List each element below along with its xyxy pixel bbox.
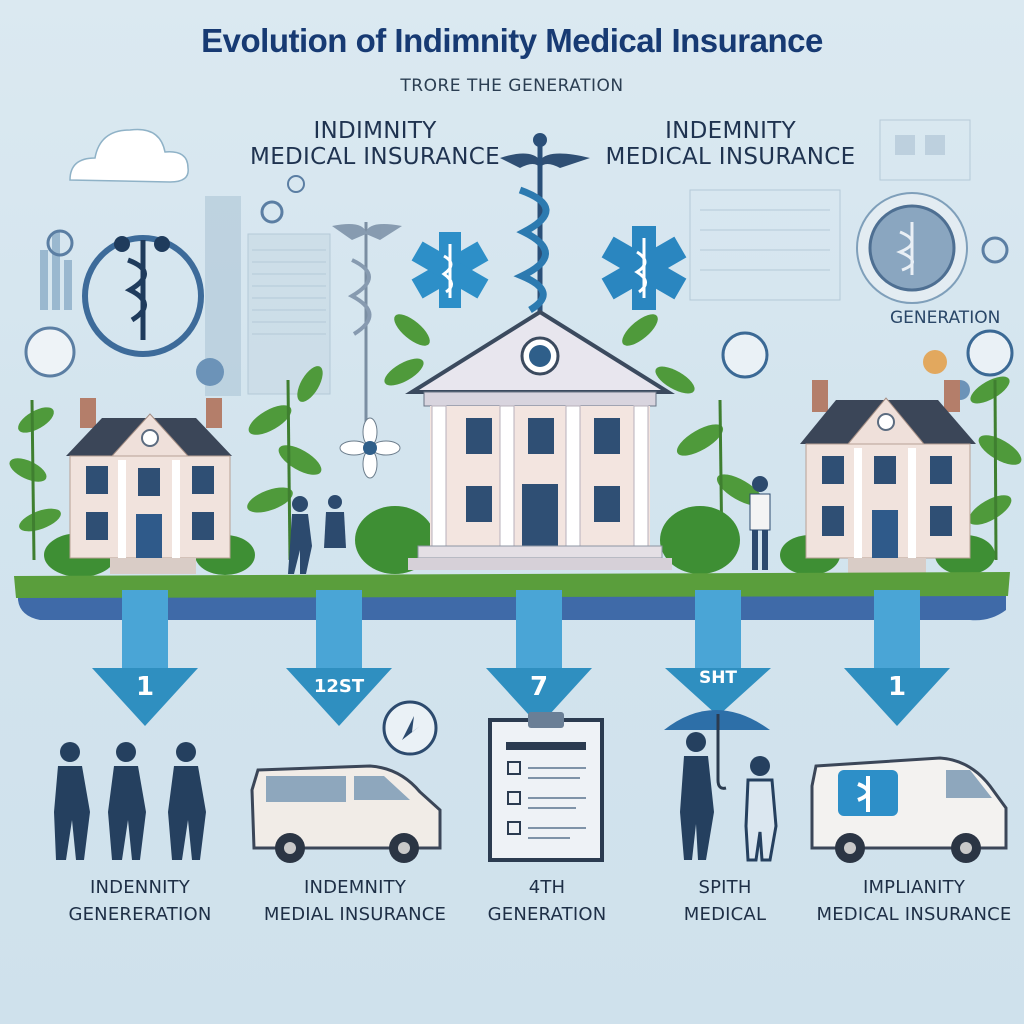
floating-circle-icons (24, 175, 1014, 400)
umbrella-icon (664, 710, 770, 790)
banner-right-line2: MEDICAL INSURANCE (605, 144, 856, 171)
cloud-icon (69, 128, 189, 183)
house-right (800, 380, 976, 574)
step-caption-2-line1: INDEMNITY (303, 877, 407, 898)
caduceus-icon (332, 222, 402, 440)
house-left (66, 398, 232, 574)
step-caption-1-line2: GENERERATION (68, 904, 212, 925)
step-number-4: SHT (698, 668, 738, 688)
gauge-icon (382, 700, 438, 756)
step-number-3: 7 (529, 672, 549, 702)
star-of-life-icon (601, 226, 687, 310)
star-of-life-icon (411, 232, 489, 308)
flower-icon (339, 417, 401, 479)
step-caption-1-line1: INDENNITY (89, 877, 191, 898)
step-caption-2: INDEMNITY MEDIAL INSURANCE (250, 874, 460, 928)
banner-left-line1: INDIMNITY (313, 118, 437, 144)
step-number-1: 1 (135, 672, 155, 702)
step-caption-5-line1: IMPLIANITY (862, 877, 966, 898)
seal-icon (856, 192, 968, 304)
step-arrows (92, 590, 950, 726)
caduceus-icon (500, 133, 590, 320)
banner-right: INDEMNITY MEDICAL INSURANCE (598, 118, 863, 171)
banner-right-line1: INDEMNITY (665, 118, 796, 144)
step-caption-1: INDENNITY GENERERATION (40, 874, 240, 928)
step-arrow-4 (665, 590, 771, 716)
step-arrow-1 (92, 590, 198, 726)
scene-people (288, 476, 771, 574)
step-caption-5-line2: MEDICAL INSURANCE (816, 904, 1012, 925)
ground-strip (14, 572, 1010, 621)
banner-left-line2: MEDICAL INSURANCE (250, 144, 500, 171)
step-caption-3-line2: GENERATION (487, 904, 607, 925)
side-generation-label: GENERATION (890, 308, 1001, 328)
step-caption-2-line2: MEDIAL INSURANCE (263, 904, 447, 925)
people-group-icon (54, 742, 206, 860)
ambulance-van-icon (810, 756, 1008, 863)
step-number-2: 12ST (313, 676, 365, 697)
people-pair-icon (680, 732, 778, 862)
step-caption-5: IMPLIANITY MEDICAL INSURANCE (808, 874, 1020, 928)
step-arrow-3 (486, 590, 592, 726)
page-subtitle: Trore the Generation (400, 76, 624, 96)
step-caption-3: 4TH GENERATION (462, 874, 632, 928)
van-icon (250, 764, 442, 863)
step-caption-4: SPITH MEDICAL (650, 874, 800, 928)
caduceus-icon (82, 235, 204, 357)
page-title: Evolution of Indimnity Medical Insurance (201, 22, 823, 59)
step-number-5: 1 (887, 672, 907, 702)
step-caption-3-line1: 4TH (528, 877, 566, 898)
central-building (405, 309, 675, 570)
step-caption-4-line2: MEDICAL (683, 904, 767, 925)
step-arrow-2 (286, 590, 392, 726)
checklist-clipboard-icon (488, 712, 604, 862)
step-arrow-5 (844, 590, 950, 726)
plants (9, 314, 1022, 532)
step-caption-4-line1: SPITH (698, 877, 752, 898)
banner-left: INDIMNITY MEDICAL INSURANCE (250, 118, 500, 171)
